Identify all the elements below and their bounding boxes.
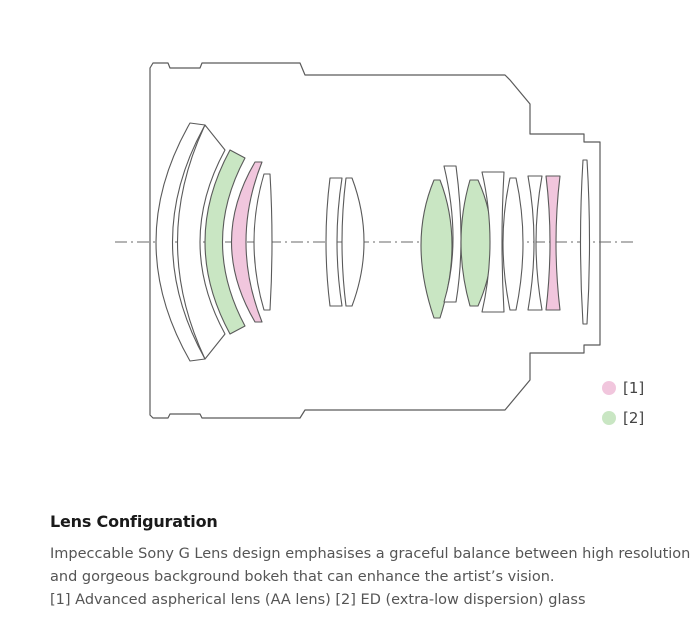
lens-element-11 <box>481 171 505 313</box>
lens-element-9 <box>443 165 462 303</box>
lens-element-6 <box>325 177 343 307</box>
lens-element-15 <box>579 159 591 325</box>
legend-label-ed: [2] <box>623 409 644 427</box>
lens-element-14-aspherical <box>545 175 561 311</box>
lens-element-7 <box>341 177 365 307</box>
caption-line-2: and gorgeous background bokeh that can e… <box>50 569 555 585</box>
legend-label-aspherical: [1] <box>623 379 644 397</box>
legend-swatch-ed <box>602 411 616 425</box>
lens-element-5 <box>253 173 273 311</box>
lens-element-2 <box>176 124 226 360</box>
legend: [1] [2] <box>602 379 644 427</box>
lens-element-4-aspherical <box>230 161 263 323</box>
caption-title: Lens Configuration <box>50 512 218 531</box>
caption: Lens Configuration Impeccable Sony G Len… <box>50 512 691 612</box>
lens-element-8-ed <box>420 179 453 319</box>
lens-element-13 <box>527 175 543 311</box>
caption-line-3: [1] Advanced aspherical lens (AA lens) [… <box>50 592 586 608</box>
lens-configuration-diagram: [1] [2] <box>115 62 644 427</box>
lens-element-3-ed <box>204 149 246 335</box>
legend-swatch-aspherical <box>602 381 616 395</box>
caption-line-1: Impeccable Sony G Lens design emphasises… <box>50 546 691 562</box>
lens-element-12 <box>502 177 524 311</box>
lens-barrel-outline <box>149 62 601 419</box>
lens-elements <box>155 122 591 362</box>
